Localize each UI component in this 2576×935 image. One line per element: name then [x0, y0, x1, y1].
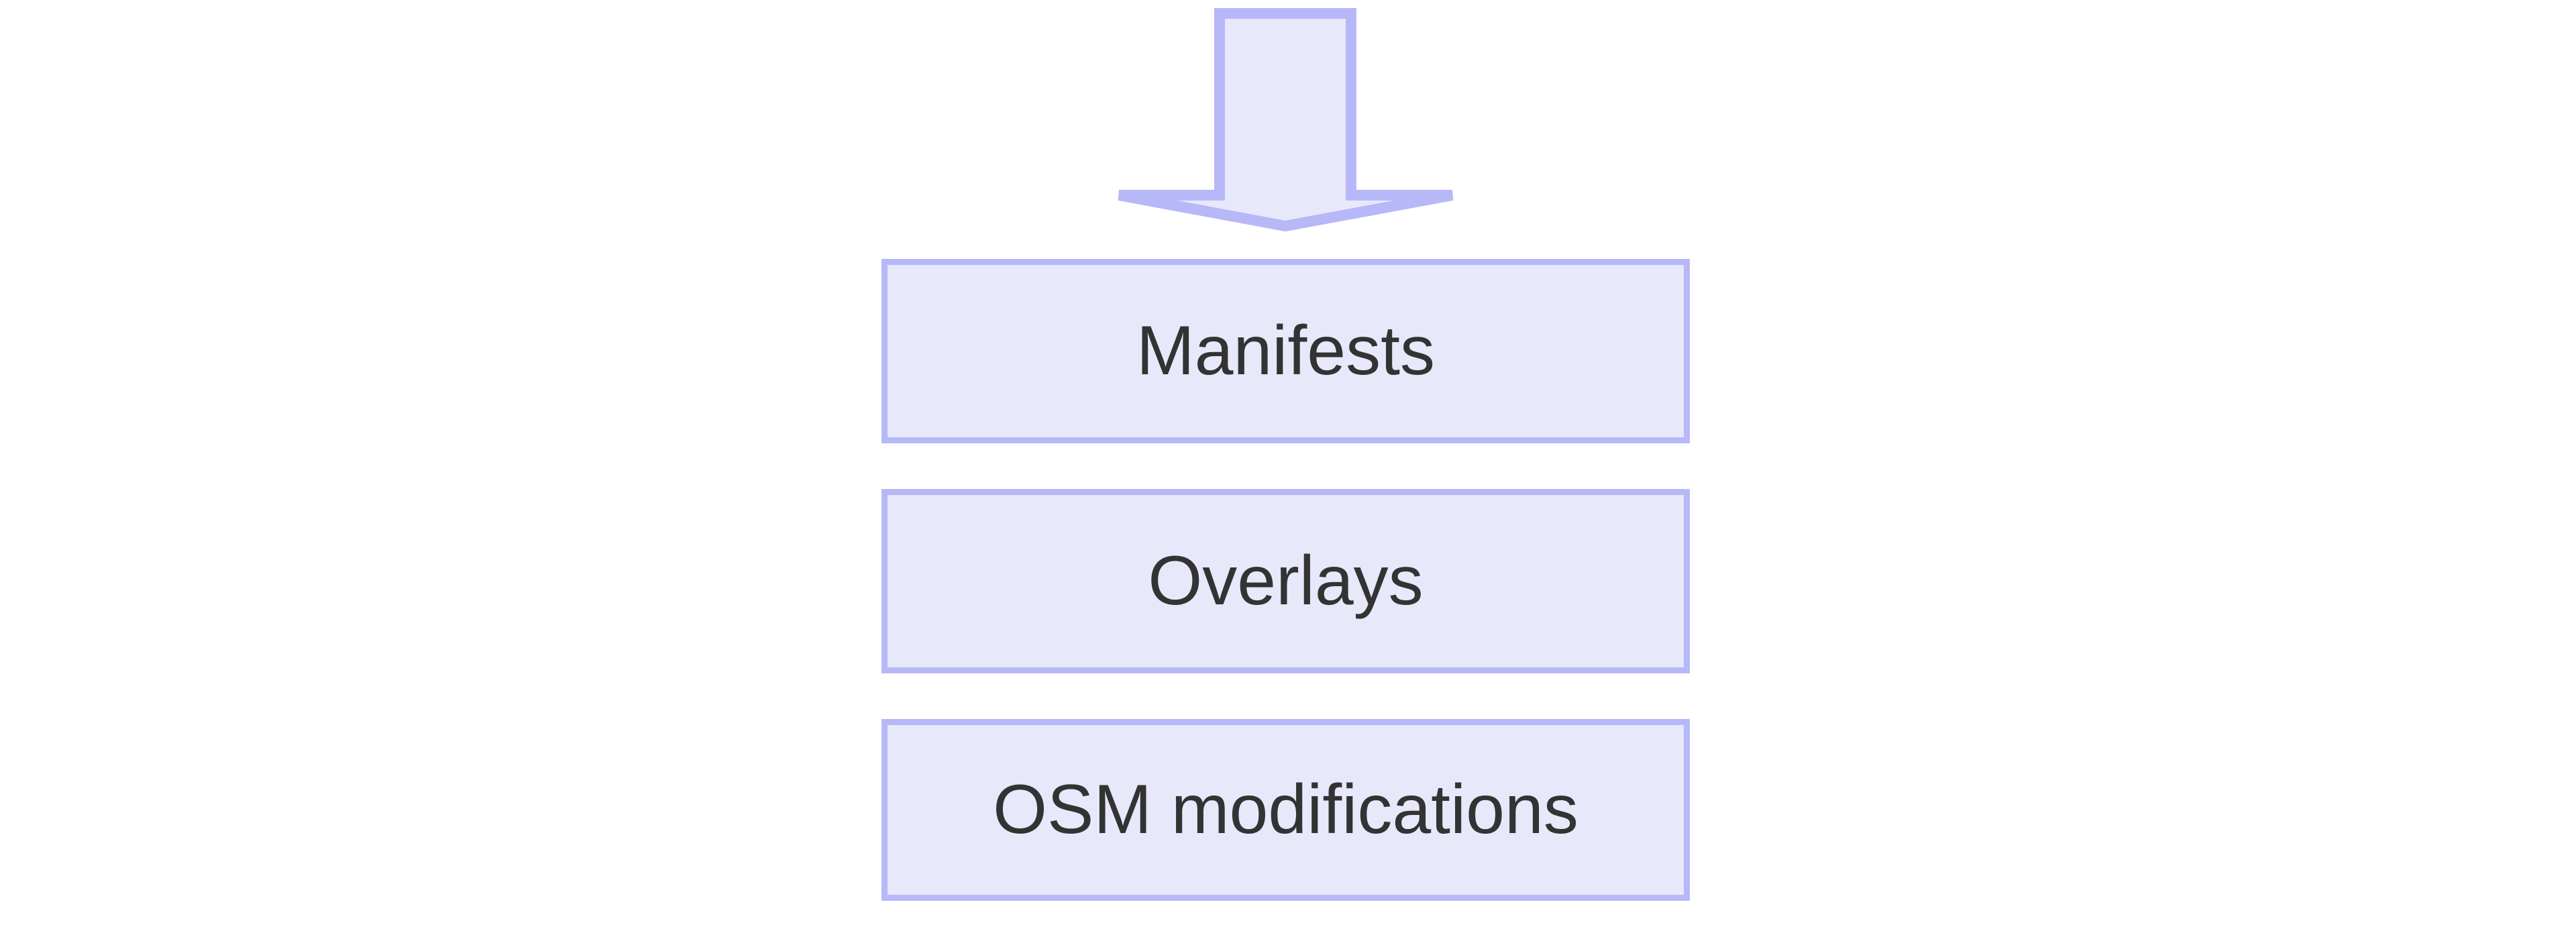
- node-osm-modifications: OSM modifications: [881, 719, 1690, 901]
- node-overlays: Overlays: [881, 489, 1690, 673]
- node-osm-modifications-label: OSM modifications: [993, 770, 1578, 848]
- down-arrow-shape: [1118, 8, 1454, 232]
- node-manifests: Manifests: [881, 259, 1690, 443]
- down-arrow-container: [1114, 8, 1458, 232]
- node-overlays-label: Overlays: [1148, 541, 1424, 620]
- node-manifests-label: Manifests: [1136, 311, 1436, 390]
- down-arrow-icon: [1118, 8, 1454, 232]
